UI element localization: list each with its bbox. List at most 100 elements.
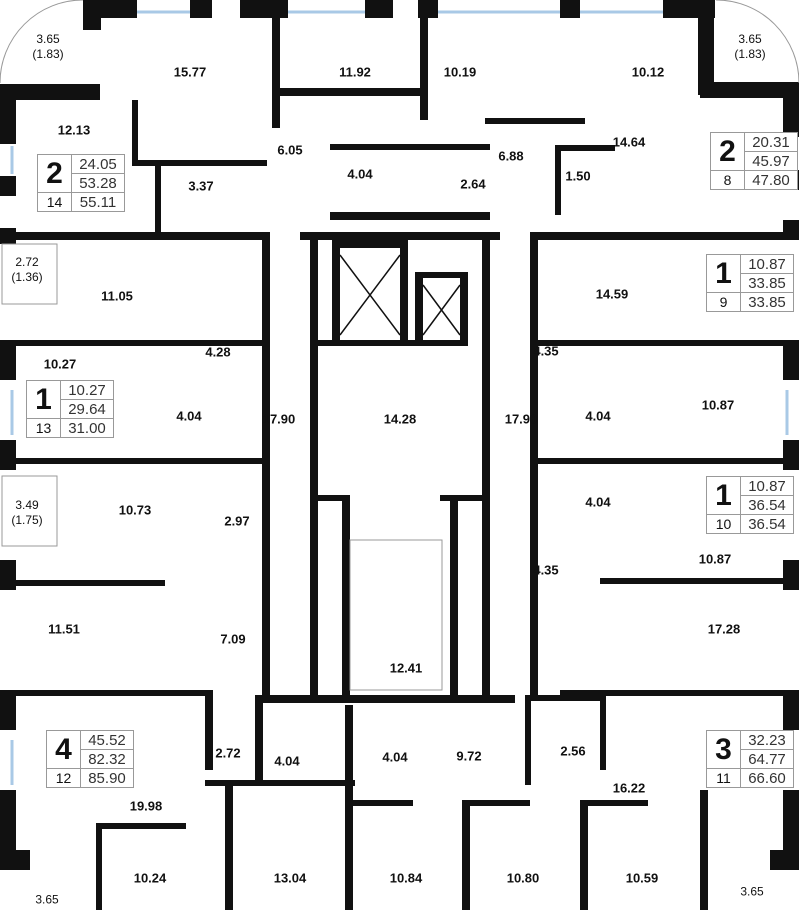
room-area: 4.04	[585, 408, 611, 424]
total-area: 53.28	[72, 174, 124, 193]
apartment-info-13[interactable]: 1 10.27 29.64 13 31.00	[26, 380, 114, 438]
room-area: 11.92	[339, 64, 371, 80]
room-area: 4.28	[205, 344, 231, 360]
balcony-area: 2.72(1.36)	[11, 255, 42, 285]
balcony-area: 3.65(1.83)	[32, 32, 63, 62]
total-area-with-balcony: 85.90	[88, 769, 126, 787]
room-count: 3	[707, 731, 741, 769]
room-area: 10.84	[389, 870, 423, 886]
room-area: 10.73	[118, 502, 152, 518]
room-area: 4.35	[533, 562, 559, 578]
apartment-info-12[interactable]: 4 45.52 82.32 12 85.90	[46, 730, 134, 788]
room-area: 2.64	[460, 176, 486, 192]
room-area: 15.77	[173, 64, 207, 80]
room-area: 6.88	[498, 148, 524, 164]
total-area: 64.77	[741, 750, 793, 769]
room-area: 19.98	[129, 798, 163, 814]
room-area: 10.59	[625, 870, 659, 886]
corridor-area: 17.90	[262, 411, 296, 427]
room-area: 11.51	[48, 621, 80, 637]
room-area: 4.04	[382, 749, 408, 765]
total-area-with-balcony: 31.00	[68, 419, 106, 437]
room-area: 1.50	[565, 168, 591, 184]
room-count: 1	[27, 381, 61, 419]
room-area: 12.13	[57, 122, 91, 138]
room-area: 4.04	[274, 753, 300, 769]
living-area: 10.87	[741, 255, 793, 274]
apartment-number: 10	[707, 515, 741, 533]
area-value: 2.72	[15, 255, 39, 269]
apartment-info-8[interactable]: 2 20.31 45.97 8 47.80	[710, 132, 798, 190]
apartment-info-11[interactable]: 3 32.23 64.77 11 66.60	[706, 730, 794, 788]
apartment-info-14[interactable]: 2 24.05 53.28 14 55.11	[37, 154, 125, 212]
room-area: 10.80	[506, 870, 540, 886]
room-count: 1	[707, 255, 741, 293]
room-area: 6.05	[277, 142, 303, 158]
room-area: 16.22	[612, 780, 646, 796]
apartment-number: 14	[38, 193, 72, 211]
living-area: 10.87	[741, 477, 793, 496]
room-area: 10.24	[133, 870, 167, 886]
room-area: 13.04	[273, 870, 307, 886]
total-area: 45.97	[745, 152, 797, 171]
corridor-area: 17.90	[504, 411, 538, 427]
area-value: 3.65	[36, 32, 60, 46]
room-area: 10.87	[698, 551, 732, 567]
balcony-area: 3.65	[740, 884, 764, 899]
room-count: 2	[711, 133, 745, 171]
living-area: 45.52	[81, 731, 133, 750]
balcony-area: 3.65	[35, 892, 59, 907]
apartment-number: 13	[27, 419, 61, 437]
area-value: 3.49	[15, 498, 39, 512]
area-value: 3.65	[738, 32, 762, 46]
area-reduced: (1.36)	[11, 270, 43, 284]
lobby-area: 14.28	[383, 411, 417, 427]
room-area: 14.59	[595, 286, 629, 302]
total-area-with-balcony: 36.54	[748, 515, 786, 533]
total-area-with-balcony: 55.11	[79, 193, 117, 211]
area-reduced: (1.75)	[11, 513, 43, 527]
apartment-number: 12	[47, 769, 81, 787]
total-area: 82.32	[81, 750, 133, 769]
room-area: 10.87	[701, 397, 735, 413]
room-area: 7.09	[220, 631, 246, 647]
apartment-number: 11	[707, 769, 741, 787]
apartment-number: 8	[711, 171, 745, 189]
room-count: 2	[38, 155, 72, 193]
room-area: 10.27	[43, 356, 77, 372]
area-reduced: (1.83)	[734, 47, 766, 61]
room-area: 2.97	[224, 513, 250, 529]
room-area: 11.05	[101, 288, 133, 304]
stair-area: 12.41	[389, 660, 423, 676]
total-area-with-balcony: 47.80	[752, 171, 790, 189]
apartment-info-9[interactable]: 1 10.87 33.85 9 33.85	[706, 254, 794, 312]
living-area: 32.23	[741, 731, 793, 750]
room-area: 10.19	[443, 64, 477, 80]
room-area: 4.04	[585, 494, 611, 510]
balcony-area: 3.49(1.75)	[11, 498, 42, 528]
total-area: 29.64	[61, 400, 113, 419]
apartment-info-10[interactable]: 1 10.87 36.54 10 36.54	[706, 476, 794, 534]
room-area: 2.72	[215, 745, 241, 761]
room-area: 4.04	[347, 166, 373, 182]
total-area: 36.54	[741, 496, 793, 515]
room-area: 17.28	[707, 621, 741, 637]
total-area-with-balcony: 33.85	[748, 293, 786, 311]
total-area-with-balcony: 66.60	[748, 769, 786, 787]
room-area: 4.35	[533, 343, 559, 359]
room-count: 1	[707, 477, 741, 515]
room-area: 14.64	[612, 134, 646, 150]
apartment-number: 9	[707, 293, 741, 311]
room-area: 2.56	[560, 743, 586, 759]
room-area: 3.37	[188, 178, 214, 194]
area-reduced: (1.83)	[32, 47, 64, 61]
room-area: 9.72	[456, 748, 482, 764]
total-area: 33.85	[741, 274, 793, 293]
living-area: 10.27	[61, 381, 113, 400]
room-count: 4	[47, 731, 81, 769]
room-area: 4.04	[176, 408, 202, 424]
living-area: 24.05	[72, 155, 124, 174]
room-area: 10.12	[631, 64, 665, 80]
